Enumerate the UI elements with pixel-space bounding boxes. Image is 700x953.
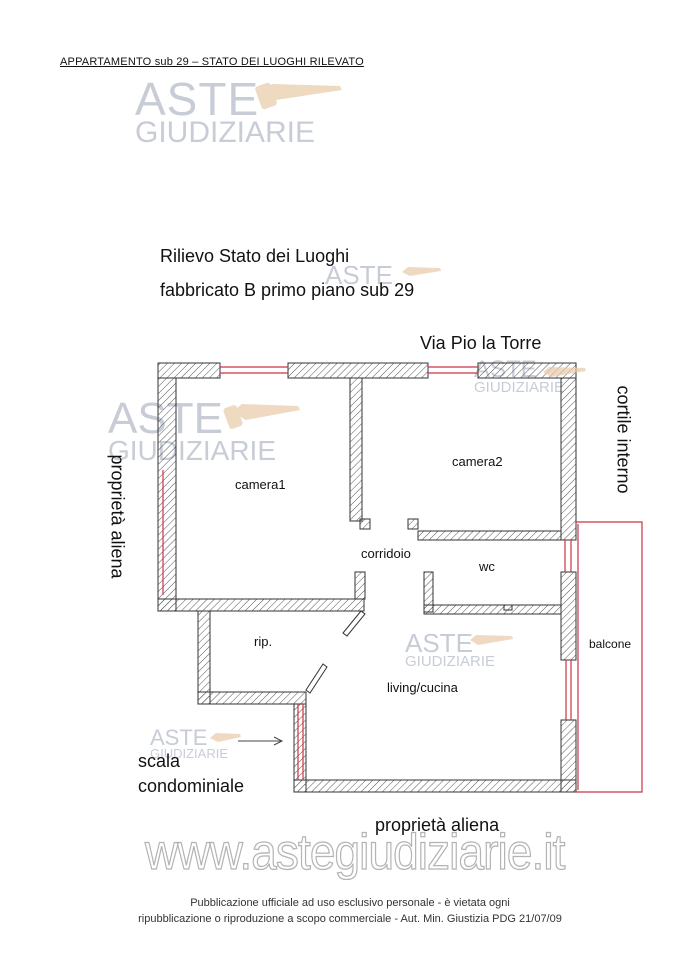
footer-notice-line1: Pubblicazione ufficiale ad uso esclusivo… [190, 897, 510, 909]
wall [560, 571, 577, 661]
room-label-wc: wc [479, 559, 495, 574]
door-threshold [503, 604, 513, 611]
room-label-camera1: camera1 [235, 477, 286, 492]
gavel-icon [543, 367, 586, 377]
watermark-aste: ASTE [150, 725, 208, 750]
wall [197, 610, 211, 705]
wall [157, 377, 177, 612]
wall [197, 691, 307, 705]
watermark-giudiziarie: GIUDIZIARIE [108, 435, 277, 466]
plan-subtitle: fabbricato B primo piano sub 29 [160, 280, 415, 300]
door-leaf [342, 610, 366, 637]
gavel-icon [232, 404, 300, 420]
gavel-icon [262, 84, 342, 100]
scala-line1: scala [138, 751, 181, 771]
wall [293, 779, 577, 793]
watermark-giudiziarie: GIUDIZIARIE [474, 379, 565, 396]
gavel-icon [470, 635, 513, 645]
watermark-logo-title: ASTE [325, 262, 393, 288]
wall [423, 604, 562, 615]
room-label-camera2: camera2 [452, 454, 503, 469]
wall [407, 518, 419, 530]
label-scala-condominiale: scala condominiale [138, 749, 244, 799]
watermark-logo-top: ASTE GIUDIZIARIE [135, 76, 315, 148]
wall [287, 362, 429, 379]
gavel-icon [210, 733, 241, 742]
watermark-logo-bottom-left: ASTE GIUDIZIARIE [150, 725, 229, 761]
wall [293, 703, 307, 793]
entrance-arrow [238, 736, 284, 746]
footer-notice-line2: ripubblicazione o riproduzione a scopo c… [138, 913, 562, 925]
wall [359, 518, 371, 530]
door-leaf [305, 663, 328, 694]
room-label-living: living/cucina [387, 680, 458, 695]
watermark-aste: ASTE [325, 260, 393, 290]
wall [349, 377, 363, 522]
wall [157, 362, 221, 379]
room-label-rip: rip. [254, 634, 273, 649]
wall [157, 598, 365, 612]
scala-line2: condominiale [138, 776, 245, 796]
plan-title: Rilievo Stato dei Luoghi [160, 246, 350, 266]
watermark-aste: ASTE [135, 73, 260, 125]
label-proprieta-bottom: proprietà aliena [375, 815, 500, 835]
watermark-logo-center: ASTE GIUDIZIARIE [405, 630, 495, 669]
watermark-giudiziarie: GIUDIZIARIE [150, 746, 229, 761]
gavel-icon [223, 405, 243, 429]
gavel-icon [255, 82, 277, 110]
wall [417, 530, 562, 541]
balcony-outline [576, 521, 643, 793]
street-label: Via Pio la Torre [420, 333, 542, 353]
watermark-giudiziarie: GIUDIZIARIE [135, 116, 316, 149]
watermark-aste: ASTE [405, 628, 473, 658]
gavel-icon [402, 267, 441, 276]
wall [560, 377, 577, 541]
label-cortile-interno: cortile interno [613, 385, 634, 494]
watermark-giudiziarie: GIUDIZIARIE [405, 653, 496, 670]
wall [354, 571, 366, 600]
watermark-url: www.astegiudiziarie.it [144, 823, 566, 880]
document-header: APPARTAMENTO sub 29 – STATO DEI LUOGHI R… [60, 56, 364, 68]
room-label-balcone: balcone [589, 637, 632, 651]
label-proprieta-left: proprietà aliena [107, 454, 128, 579]
room-label-corridoio: corridoio [361, 546, 411, 561]
